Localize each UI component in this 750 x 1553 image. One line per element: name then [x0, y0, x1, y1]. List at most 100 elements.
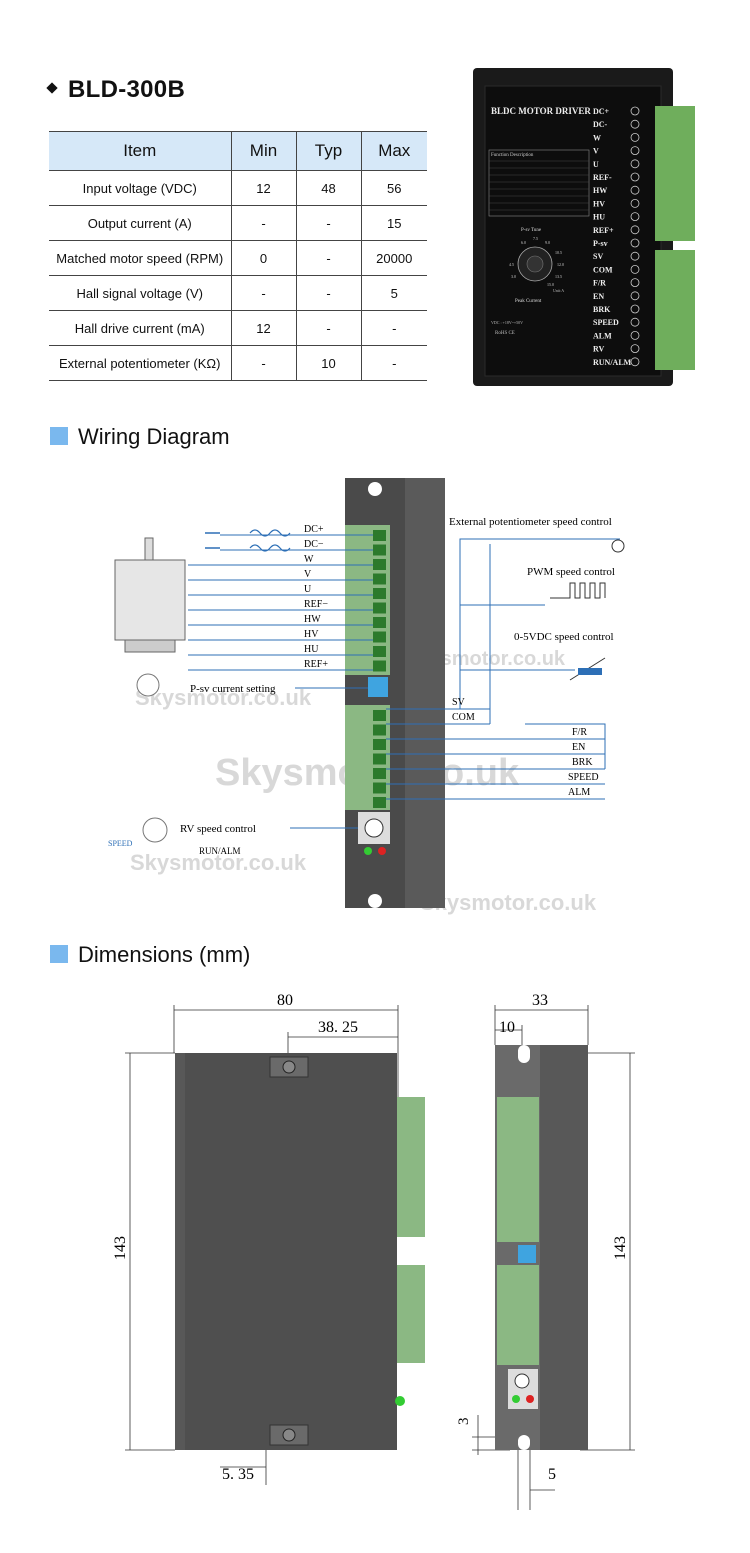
wiring-section-title: Wiring Diagram: [50, 424, 230, 450]
signal-label: ALM: [568, 787, 590, 798]
terminal-label: W: [304, 554, 314, 565]
dim-height: 143: [112, 1236, 129, 1260]
terminal-slot: [373, 617, 386, 628]
photo-terminal-label: SPEED: [593, 318, 619, 327]
dimensions-drawing: 80 38. 25 143 5. 35 33 10 143 3 5: [112, 992, 635, 1510]
rv-knob-icon: [364, 818, 384, 838]
vdc-label: 0-5VDC speed control: [514, 631, 614, 643]
ext-pot-label: External potentiometer speed control: [449, 516, 612, 528]
terminal-screw-icon: [630, 304, 640, 314]
photo-terminal-label: W: [593, 133, 601, 142]
table-cell: 15: [360, 205, 427, 241]
terminal-screw-icon: [630, 291, 640, 301]
photo-terminal-label: REF+: [593, 226, 614, 235]
spec-header-cell: Max: [360, 131, 427, 171]
dim-slot-depth: 3: [456, 1418, 472, 1426]
front-led: [395, 1396, 405, 1406]
terminal-slot: [373, 782, 386, 794]
side-rv-knob-icon: [514, 1373, 530, 1389]
table-cell: Matched motor speed (RPM): [49, 240, 231, 276]
product-title: BLD-300B: [46, 76, 185, 104]
photo-terminal-label: EN: [593, 292, 604, 301]
terminal-screw-icon: [630, 106, 640, 116]
dim-offset: 38. 25: [318, 1019, 358, 1036]
dial-value: 7.5: [533, 236, 538, 241]
signal-label: EN: [572, 742, 585, 753]
photo-terminal-label: F/R: [593, 279, 606, 288]
right-wires: [386, 538, 620, 800]
terminal-label: REF+: [304, 659, 328, 670]
psv-label: P-sv current setting: [190, 683, 276, 695]
terminal-label: DC+: [304, 524, 324, 535]
power-coil-icon: [249, 529, 291, 552]
terminal-label: HV: [304, 629, 319, 640]
photo-terminal-label: BRK: [593, 305, 611, 314]
dial-value: 4.5: [509, 262, 514, 267]
spec-header-row: Item Min Typ Max: [49, 131, 427, 171]
terminal-screw-icon: [630, 225, 640, 235]
table-row: Hall drive current (mA)12--: [49, 310, 427, 346]
photo-terminal-block-bottom: [655, 250, 695, 370]
mount-slot: [368, 894, 382, 908]
terminal-slot: [373, 544, 386, 556]
watermark: Skysmotor.co.uk: [130, 850, 307, 875]
photo-terminal-label: RV: [593, 345, 604, 354]
side-psv-switch-icon: [518, 1245, 536, 1263]
terminal-slot: [373, 631, 386, 643]
table-cell: 0: [230, 240, 296, 276]
table-row: Output current (A)--15: [49, 205, 427, 241]
watermark: Skysmotor.co.uk: [420, 890, 597, 915]
side-slot: [518, 1435, 530, 1450]
terminal-screw-icon: [630, 198, 640, 208]
dial-value: 13.5: [555, 274, 562, 279]
table-cell: -: [360, 310, 427, 346]
terminal-slot: [373, 739, 386, 750]
photo-terminal-label: U: [593, 160, 599, 169]
table-cell: 12: [230, 310, 296, 346]
photo-terminal-labels: DC+DC-WVUREF-HWHVHUREF+P-svSVCOMF/RENBRK…: [593, 107, 632, 367]
terminal-screw-icon: [630, 238, 640, 248]
table-cell: External potentiometer (KΩ): [49, 345, 231, 381]
switch-bus: [525, 723, 606, 769]
terminal-slot: [373, 530, 386, 541]
terminal-screw-icon: [630, 251, 640, 261]
photo-terminal-block-top: [655, 106, 695, 241]
terminal-screw-icon: [630, 133, 640, 142]
table-cell: -: [230, 205, 296, 241]
terminal-label: DC−: [304, 539, 324, 550]
terminal-screw-icon: [630, 146, 640, 155]
terminal-slot: [373, 710, 386, 721]
side-run-led: [512, 1395, 520, 1403]
signal-label: SPEED: [568, 772, 599, 783]
dial-value: 15.0: [547, 282, 554, 287]
table-cell: -: [230, 345, 296, 381]
screw-icon: [282, 1428, 296, 1442]
terminal-screw-icon: [630, 264, 640, 274]
left-wires: [188, 534, 373, 671]
psv-switch-icon: [368, 677, 388, 697]
photo-terminal-label: COM: [593, 265, 613, 274]
terminal-slot: [373, 573, 386, 585]
table-cell: 12: [230, 170, 296, 206]
tune-dial-knob: [526, 255, 544, 273]
function-box: [488, 149, 590, 217]
dim-lines: [125, 1005, 635, 1510]
table-cell: -: [360, 345, 427, 381]
motor-connector: [124, 639, 176, 653]
dial-value: 9.0: [545, 240, 550, 245]
speed-badge: SPEED: [108, 839, 133, 848]
terminal-screw-icon: [630, 119, 640, 129]
table-row: Matched motor speed (RPM)0-20000: [49, 240, 427, 276]
photo-screws: [630, 106, 640, 367]
photo-terminal-label: ALM: [593, 331, 612, 340]
signal-label: BRK: [572, 757, 593, 768]
terminal-label: V: [304, 569, 312, 580]
signal-bus: [459, 538, 620, 724]
dim-side-inset: 10: [499, 1019, 515, 1036]
dim-width: 80: [277, 992, 293, 1009]
spec-header-cell: Typ: [295, 131, 361, 171]
table-cell: -: [295, 310, 361, 346]
photo-terminal-label: HW: [593, 186, 607, 195]
